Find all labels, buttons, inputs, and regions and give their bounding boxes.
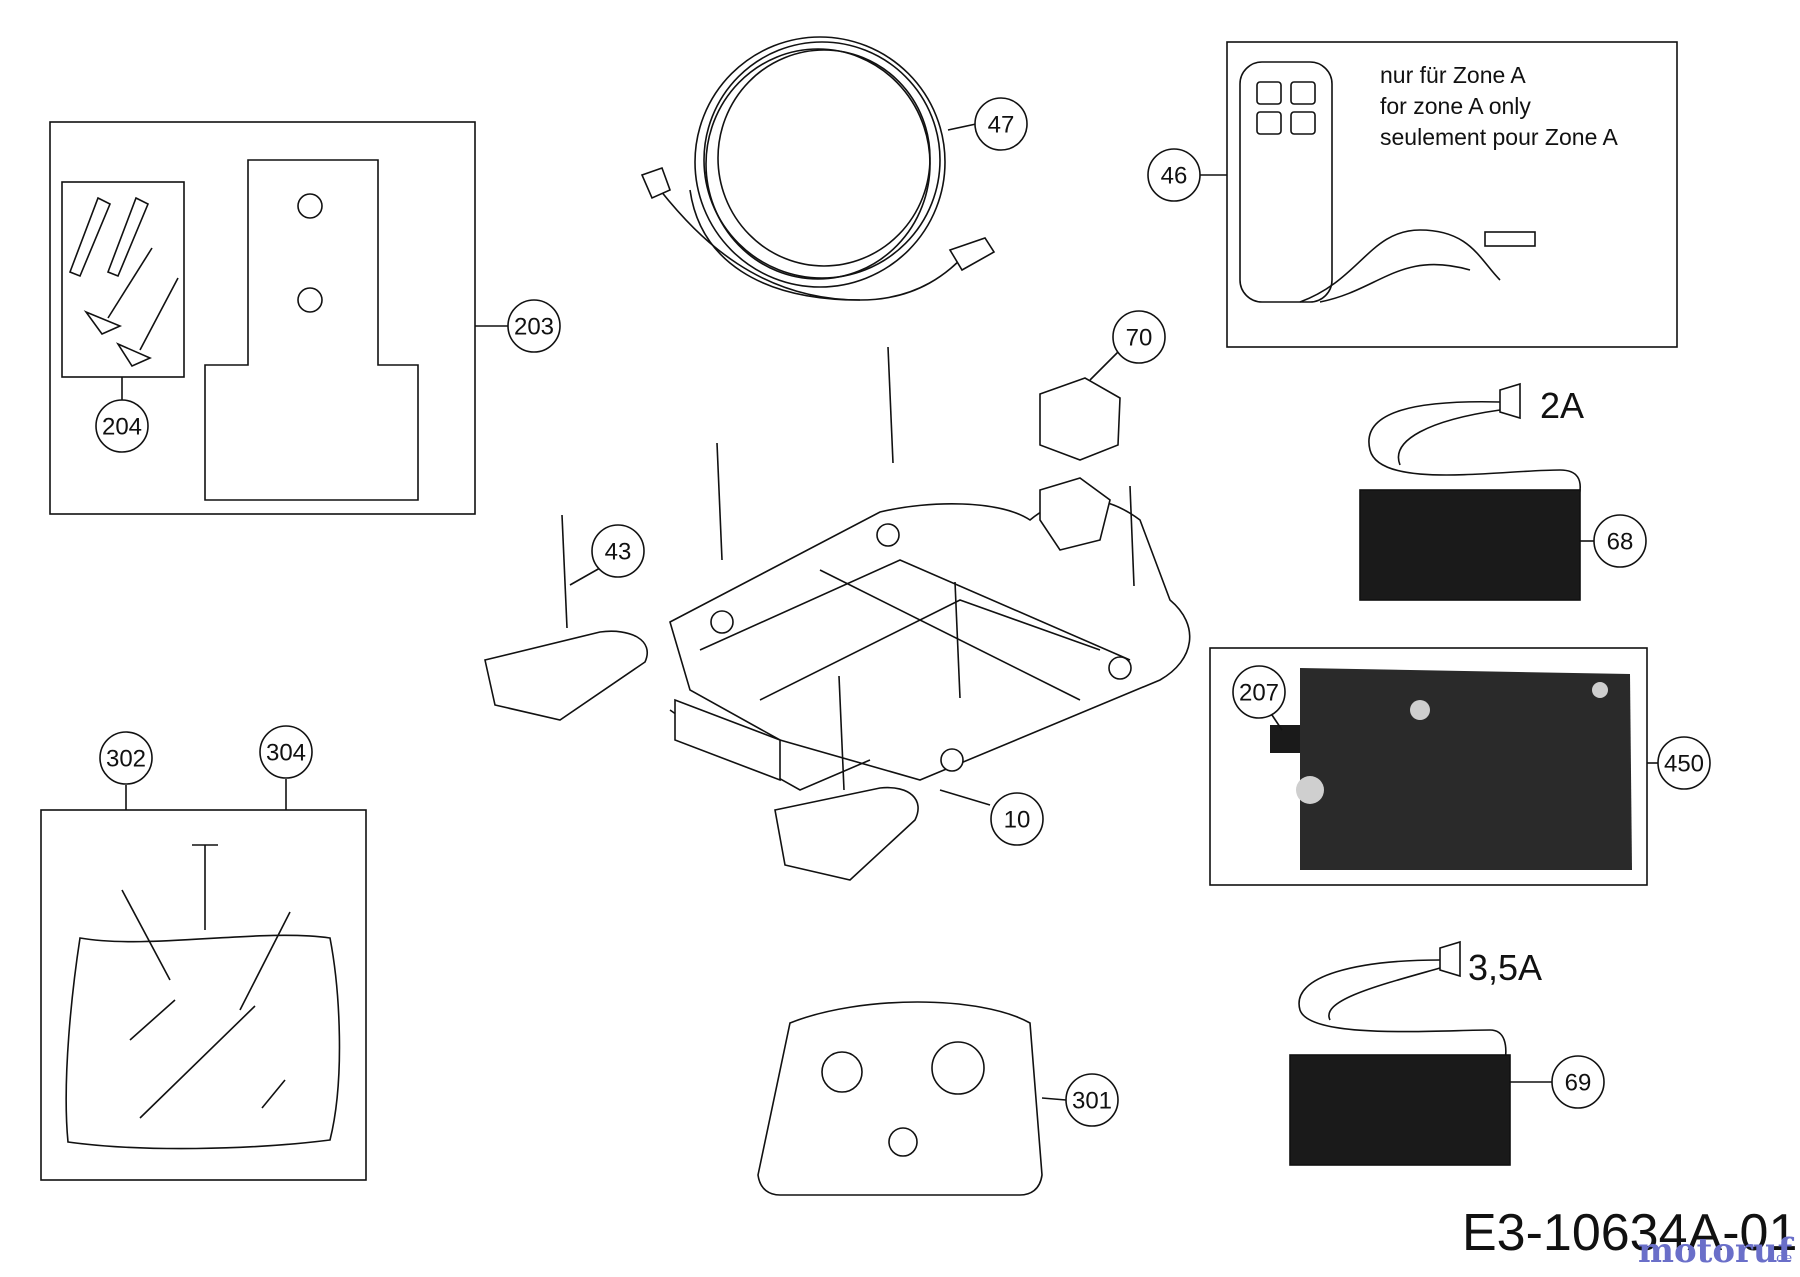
charger-2a-rating: 2A <box>1540 385 1584 426</box>
charger-2a-plug-icon <box>1499 382 1521 420</box>
zone-note-fr: seulement pour Zone A <box>1380 124 1618 150</box>
label-10: 10 <box>1004 807 1031 834</box>
callout-301 <box>1065 1073 1119 1127</box>
label-450: 450 <box>1664 751 1704 778</box>
ground-pegs-icon <box>561 346 1135 791</box>
label-46: 46 <box>1161 163 1188 190</box>
decal-sticker-icon <box>757 1001 1043 1196</box>
label-304: 304 <box>266 740 306 767</box>
zone-note-de: nur für Zone A <box>1380 62 1526 88</box>
callout-304 <box>259 725 313 779</box>
peg-bag-group: 302 304 <box>40 725 367 1181</box>
peg-bag-box <box>40 809 367 1181</box>
label-68: 68 <box>1607 529 1634 556</box>
remote-plug-icon <box>1484 231 1536 247</box>
callout-10 <box>990 792 1044 846</box>
charging-station-group: 70 43 10 <box>484 310 1191 881</box>
callout-203 <box>507 299 561 353</box>
wire-connector-icon <box>640 166 672 200</box>
bracket-hole-top <box>297 193 323 219</box>
remote-box <box>1226 41 1678 348</box>
watermark-suffix: .de <box>1772 1251 1792 1266</box>
remote-group: nur für Zone A for zone A only seulement… <box>1147 41 1678 348</box>
front-ramp-icon <box>674 698 781 782</box>
charger-2a-icon <box>1359 489 1581 601</box>
foot-plate-left-icon <box>484 630 648 721</box>
callout-204 <box>95 399 149 453</box>
peg-icon-2 <box>121 889 171 981</box>
label-47: 47 <box>988 112 1015 139</box>
screws-dowels-icon <box>68 196 179 368</box>
callout-69 <box>1551 1055 1605 1109</box>
callout-47 <box>974 97 1028 151</box>
callout-450 <box>1657 736 1711 790</box>
label-207: 207 <box>1239 680 1279 707</box>
callout-46 <box>1147 148 1201 202</box>
decal-group: 301 <box>757 1001 1119 1196</box>
charger-35a-icon <box>1289 1054 1511 1166</box>
wall-bracket-group: 203 204 <box>49 121 561 515</box>
label-302: 302 <box>106 746 146 773</box>
switch-icon <box>1270 725 1300 753</box>
power-adapter-icon <box>1039 377 1121 461</box>
pcb-group: 450 207 <box>1209 647 1711 886</box>
wire-plug-icon <box>948 237 996 272</box>
boundary-wire-group: 47 <box>640 36 1028 301</box>
wall-bracket-plate <box>204 159 419 501</box>
bracket-hole-bottom <box>297 287 323 313</box>
callout-70 <box>1112 310 1166 364</box>
drawing-code: E3-10634A-01 <box>1462 1204 1797 1262</box>
wall-bracket-box <box>49 121 476 515</box>
label-204: 204 <box>102 414 142 441</box>
callout-207 <box>1232 665 1286 719</box>
bag-icon <box>65 934 341 1150</box>
charger-35a-group: 3,5A 69 <box>1289 940 1605 1166</box>
callout-302 <box>99 731 153 785</box>
label-69: 69 <box>1565 1070 1592 1097</box>
label-203: 203 <box>514 314 554 341</box>
pcb-box <box>1209 647 1648 886</box>
charger-35a-plug-icon <box>1439 940 1461 978</box>
zone-note-en: for zone A only <box>1380 93 1531 119</box>
label-43: 43 <box>605 539 632 566</box>
charging-contacts-icon <box>1039 477 1111 551</box>
remote-control-icon <box>1239 61 1333 303</box>
watermark-logo: motoruf <box>1638 1231 1795 1271</box>
label-70: 70 <box>1126 325 1153 352</box>
screw-kit-box <box>61 181 185 378</box>
foot-plate-right-icon <box>774 786 919 881</box>
label-301: 301 <box>1072 1088 1112 1115</box>
callout-68 <box>1593 514 1647 568</box>
charger-35a-rating: 3,5A <box>1468 947 1542 988</box>
peg-icon-3 <box>239 911 291 1011</box>
circuit-board-icon <box>1300 668 1632 870</box>
callout-43 <box>591 524 645 578</box>
charger-2a-group: 2A 68 <box>1359 382 1647 601</box>
